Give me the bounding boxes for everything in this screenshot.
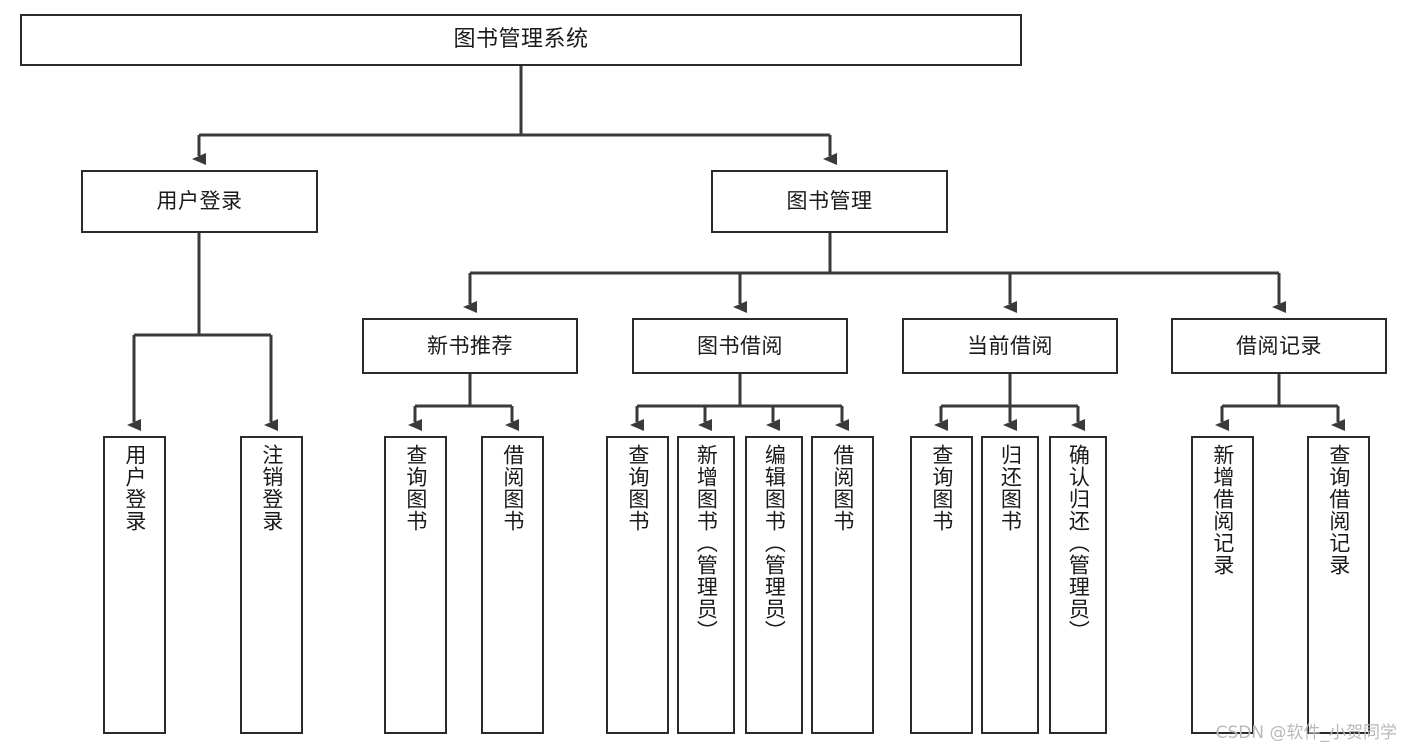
- leaf-borrow-book[interactable]: 借阅图书: [811, 436, 874, 734]
- leaf-add-book-admin[interactable]: 新增图书（管理员）: [677, 436, 735, 734]
- leaf-confirm-return-admin[interactable]: 确认归还（管理员）: [1049, 436, 1107, 734]
- node-book-borrow[interactable]: 图书借阅: [632, 318, 848, 374]
- node-new-book-recommend[interactable]: 新书推荐: [362, 318, 578, 374]
- node-book-manage[interactable]: 图书管理: [711, 170, 948, 233]
- node-label: 确认归还（管理员）: [1066, 444, 1091, 642]
- node-label: 当前借阅: [967, 333, 1053, 358]
- node-label: 图书管理系统: [453, 27, 589, 53]
- node-label: 用户登录: [156, 189, 243, 214]
- leaf-edit-book-admin[interactable]: 编辑图书（管理员）: [745, 436, 803, 734]
- leaf-add-borrow-record[interactable]: 新增借阅记录: [1191, 436, 1254, 734]
- node-label: 借阅图书: [500, 444, 525, 532]
- leaf-query-book-borrow[interactable]: 查询图书: [606, 436, 669, 734]
- node-user-login[interactable]: 用户登录: [81, 170, 318, 233]
- node-label: 查询图书: [403, 444, 428, 532]
- node-root-book-management-system[interactable]: 图书管理系统: [20, 14, 1022, 66]
- node-label: 注销登录: [259, 444, 284, 532]
- watermark-text: CSDN @软件_小贺同学: [1215, 723, 1397, 743]
- node-label: 新增图书（管理员）: [694, 444, 719, 642]
- leaf-query-book-current[interactable]: 查询图书: [910, 436, 973, 734]
- node-label: 新增借阅记录: [1210, 444, 1235, 576]
- node-label: 编辑图书（管理员）: [762, 444, 787, 642]
- leaf-user-login[interactable]: 用户登录: [103, 436, 166, 734]
- node-label: 借阅记录: [1236, 333, 1322, 358]
- node-current-borrow[interactable]: 当前借阅: [902, 318, 1118, 374]
- leaf-query-borrow-record[interactable]: 查询借阅记录: [1307, 436, 1370, 734]
- leaf-user-logout[interactable]: 注销登录: [240, 436, 303, 734]
- leaf-return-book[interactable]: 归还图书: [981, 436, 1039, 734]
- node-label: 借阅图书: [830, 444, 855, 532]
- node-label: 查询图书: [625, 444, 650, 532]
- node-label: 新书推荐: [427, 333, 513, 358]
- node-label: 图书借阅: [697, 333, 783, 358]
- node-label: 归还图书: [998, 444, 1023, 532]
- node-label: 图书管理: [786, 189, 873, 214]
- node-label: 查询借阅记录: [1326, 444, 1351, 576]
- node-label: 查询图书: [929, 444, 954, 532]
- leaf-borrow-book-recommend[interactable]: 借阅图书: [481, 436, 544, 734]
- leaf-query-book-recommend[interactable]: 查询图书: [384, 436, 447, 734]
- node-label: 用户登录: [122, 444, 147, 532]
- node-borrow-record[interactable]: 借阅记录: [1171, 318, 1387, 374]
